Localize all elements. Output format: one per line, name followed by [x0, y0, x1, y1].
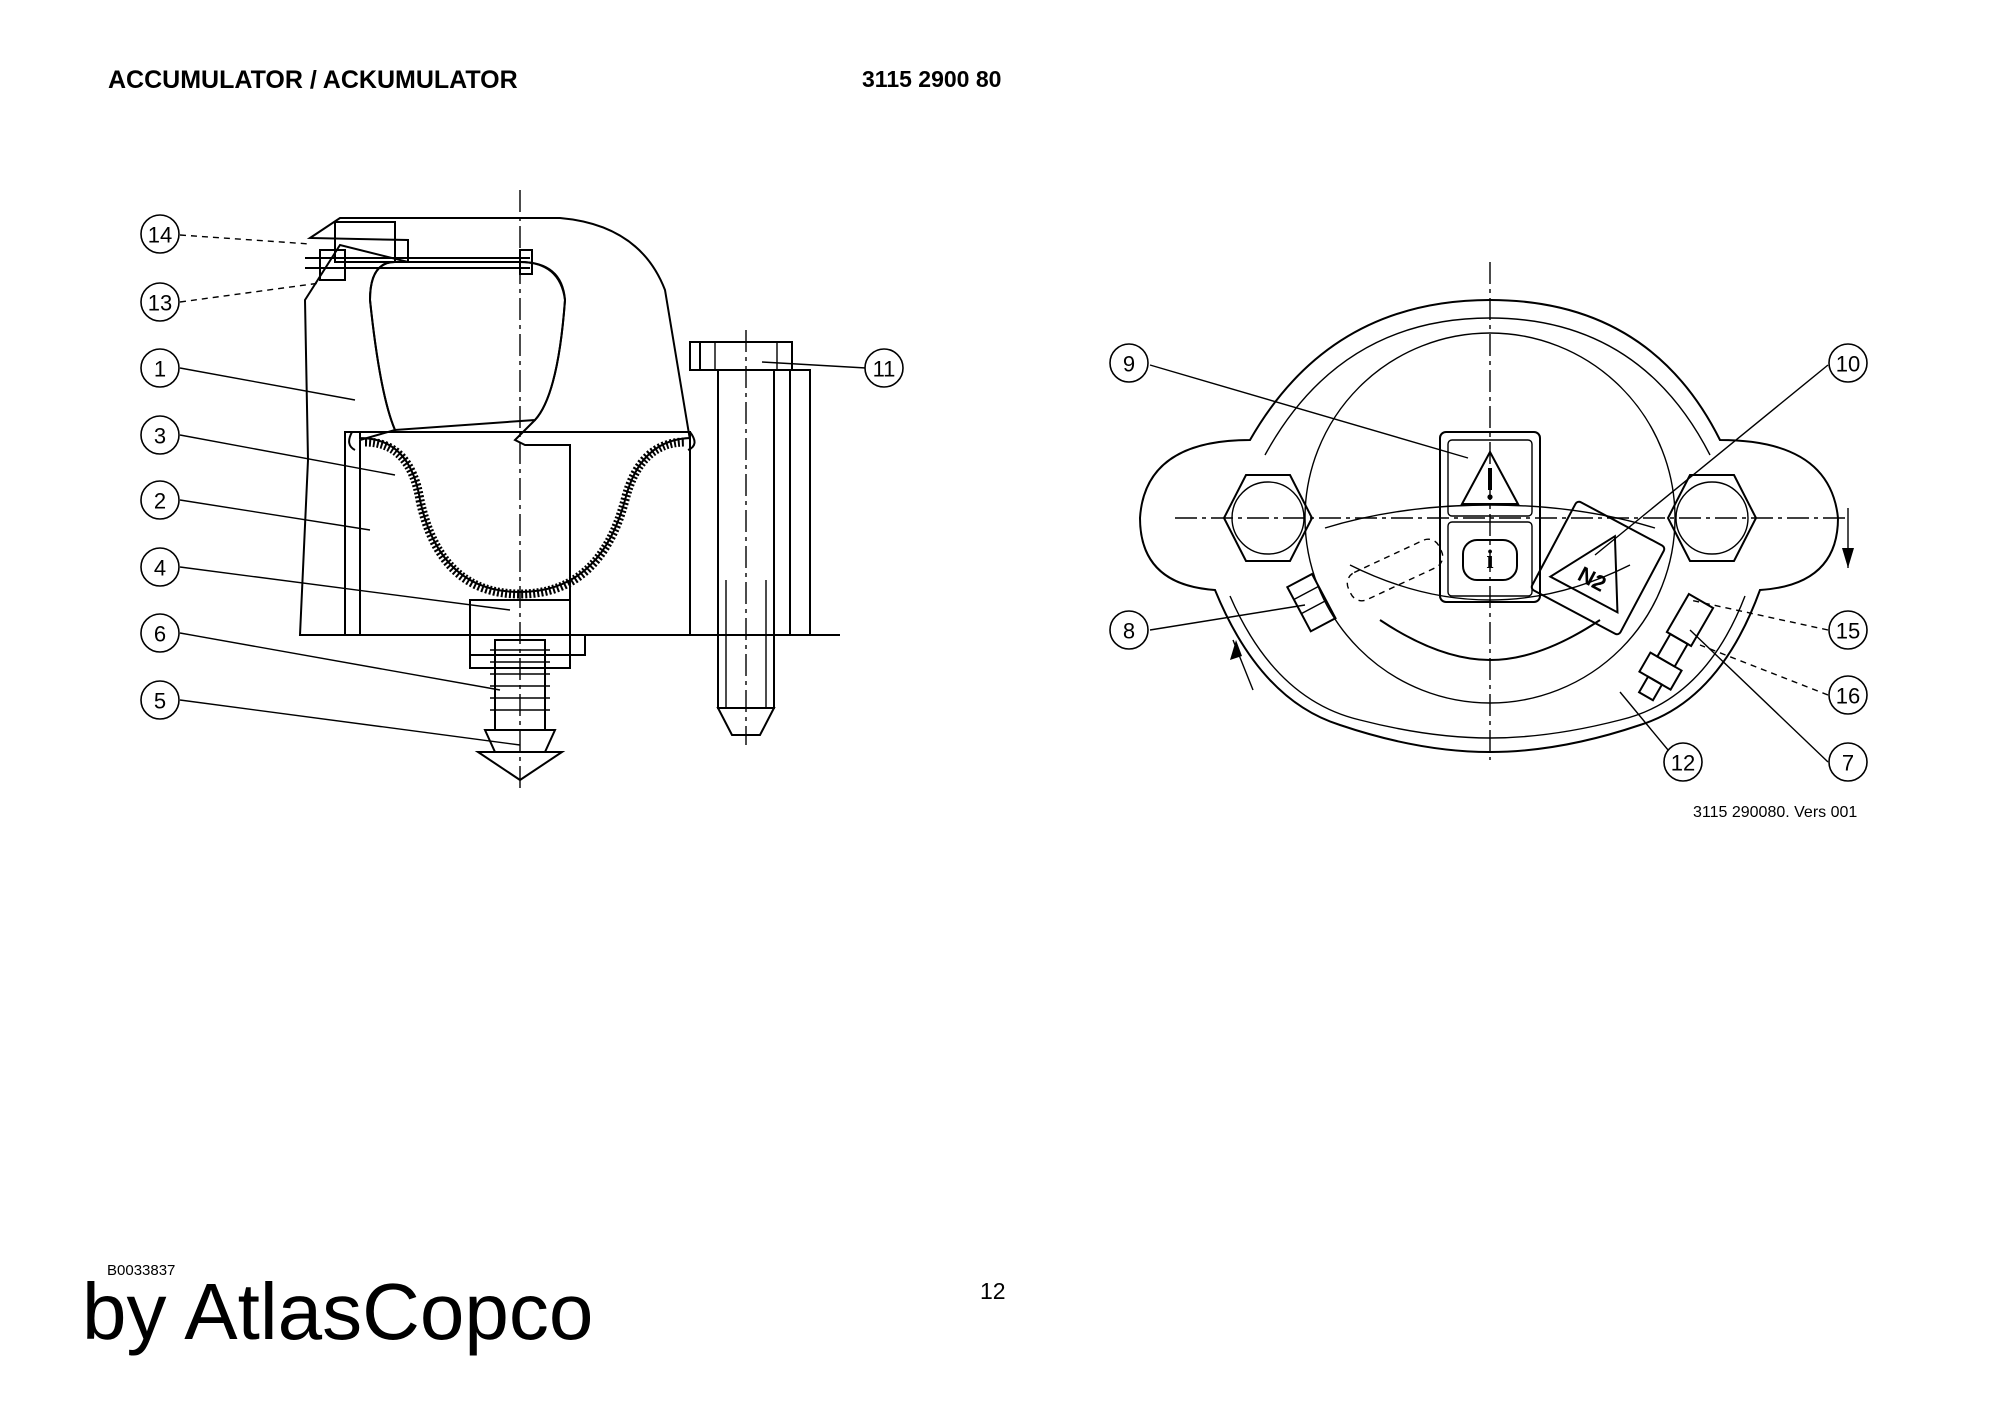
page-title: ACCUMULATOR / ACKUMULATOR [108, 66, 518, 94]
callout-8: 8 [1109, 610, 1149, 650]
svg-text:3: 3 [154, 424, 166, 449]
gas-valve [334, 221, 396, 263]
upper-housing [306, 217, 691, 636]
svg-text:15: 15 [1836, 619, 1860, 644]
callout-3: 3 [140, 415, 180, 455]
callout-13: 13 [140, 282, 180, 322]
bladder-membrane [364, 437, 686, 599]
accumulator-cross-section [298, 190, 840, 790]
callout-1: 1 [140, 348, 180, 388]
svg-text:6: 6 [154, 622, 166, 647]
callout-12: 12 [1663, 742, 1703, 782]
page-number: 12 [980, 1278, 1006, 1304]
svg-text:9: 9 [1123, 352, 1135, 377]
callout-2: 2 [140, 480, 180, 520]
svg-text:12: 12 [1671, 751, 1695, 776]
bladder-cavity [359, 431, 691, 594]
svg-text:5: 5 [154, 689, 166, 714]
brand-text: by AtlasCopco [82, 1267, 594, 1356]
callout-6: 6 [140, 613, 180, 653]
callout-7: 7 [1828, 742, 1868, 782]
callout-9: 9 [1109, 343, 1149, 383]
callout-4: 4 [140, 547, 180, 587]
warning-label-panel [1439, 431, 1541, 603]
callout-5: 5 [140, 680, 180, 720]
callout-11: 11 [864, 348, 904, 388]
manual-info-icon [1462, 539, 1518, 581]
left-housing [298, 243, 409, 636]
svg-text:16: 16 [1836, 684, 1860, 709]
svg-text:10: 10 [1836, 352, 1860, 377]
drawing-version: 3115 290080. Vers 001 [1693, 804, 1858, 821]
right-leaders [1149, 364, 1829, 763]
part-number: 3115 2900 80 [862, 66, 1002, 92]
n2-label: N2 [1530, 500, 1666, 636]
callout-14: 14 [140, 214, 180, 254]
gas-chamber [368, 261, 567, 432]
svg-text:13: 13 [148, 291, 172, 316]
bolt-hex-right [1666, 474, 1758, 562]
callout-10: 10 [1828, 343, 1868, 383]
left-leaders [179, 234, 867, 746]
callout-16: 16 [1828, 675, 1868, 715]
document-id: B0033837 [107, 1262, 176, 1279]
accumulator-top-view: i N2 [1138, 262, 1854, 760]
warning-triangle-icon [1460, 449, 1520, 505]
svg-text:i: i [1486, 545, 1493, 574]
svg-text:11: 11 [873, 357, 896, 382]
callout-15: 15 [1828, 610, 1868, 650]
svg-text:7: 7 [1842, 751, 1854, 776]
svg-text:2: 2 [154, 489, 166, 514]
housing-outline [1138, 298, 1840, 754]
svg-text:14: 14 [148, 223, 172, 248]
svg-text:1: 1 [154, 357, 166, 382]
svg-text:8: 8 [1123, 619, 1135, 644]
svg-text:4: 4 [154, 556, 166, 581]
